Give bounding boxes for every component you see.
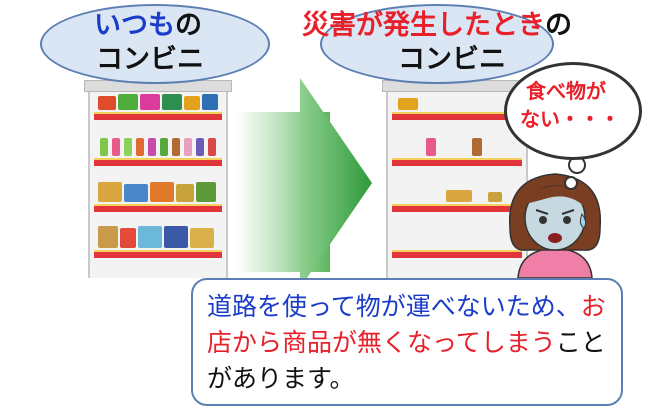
product-bottle: [426, 138, 436, 156]
product-bottle: [184, 138, 192, 156]
product-box: [488, 192, 502, 202]
caption-part3: ことがあります。: [207, 328, 606, 393]
title-usual-suffix: の: [175, 10, 202, 41]
title-usual-line2: コンビニ: [96, 44, 204, 75]
shelf-plank: [392, 112, 522, 120]
title-oval-disaster: [320, 4, 554, 84]
title-disaster-line2: コンビニ: [398, 44, 506, 75]
product-snacks: [202, 94, 218, 110]
shelf-plank: [94, 250, 222, 258]
thought-bubble-small: [564, 176, 578, 190]
product-bottle: [100, 138, 108, 156]
transition-arrow-head: [300, 78, 372, 288]
shelf-plank: [94, 112, 222, 120]
product-box: [176, 184, 194, 202]
product-snacks: [162, 94, 182, 110]
thought-bubble: [504, 62, 642, 160]
product-box: [150, 182, 174, 202]
product-snacks: [118, 94, 138, 110]
product-box: [98, 182, 122, 202]
product-bottle: [124, 138, 132, 156]
title-disaster-line1: 災害が発生したときの: [302, 10, 572, 42]
title-oval-usual: [40, 4, 270, 84]
thought-text-line1: 食べ物が: [526, 79, 606, 103]
product-box: [124, 184, 148, 202]
product-bottle: [136, 138, 144, 156]
product-bottle: [148, 138, 156, 156]
product-box: [138, 226, 162, 248]
product-snacks: [184, 96, 200, 110]
product-box: [196, 182, 216, 202]
product-bottle: [160, 138, 168, 156]
product-bottle: [172, 138, 180, 156]
product-snacks: [398, 98, 418, 110]
worried-woman-illustration: [508, 173, 602, 279]
title-disaster-suffix: の: [545, 10, 572, 41]
shelf-plank: [392, 204, 522, 212]
product-bottle: [196, 138, 204, 156]
caption-part1: 道路を使って物が運べないため、: [207, 292, 581, 321]
caption-box: 道路を使って物が運べないため、お店から商品が無くなってしまうことがあります。: [191, 278, 623, 406]
product-bottle: [208, 138, 216, 156]
caption-part2: お店から商品が無くなってしまう: [207, 292, 606, 357]
product-bottle: [472, 138, 482, 156]
product-box: [164, 226, 188, 248]
shelf-plank: [392, 250, 522, 258]
product-snacks: [140, 94, 160, 110]
shelf-plank: [392, 158, 522, 166]
product-snacks: [98, 96, 116, 110]
stocked-shelf: [84, 80, 232, 278]
title-disaster-highlight: 災害が発生したとき: [302, 10, 545, 41]
shelf-plank: [94, 204, 222, 212]
product-box: [446, 190, 472, 202]
product-bottle: [112, 138, 120, 156]
product-box: [190, 228, 214, 248]
title-usual-highlight: いつも: [94, 10, 175, 41]
thought-text-line2: ない・・・: [520, 107, 620, 131]
shelf-plank: [94, 158, 222, 166]
product-box: [120, 228, 136, 248]
title-usual-line1: いつもの: [94, 10, 202, 42]
product-box: [98, 226, 118, 248]
